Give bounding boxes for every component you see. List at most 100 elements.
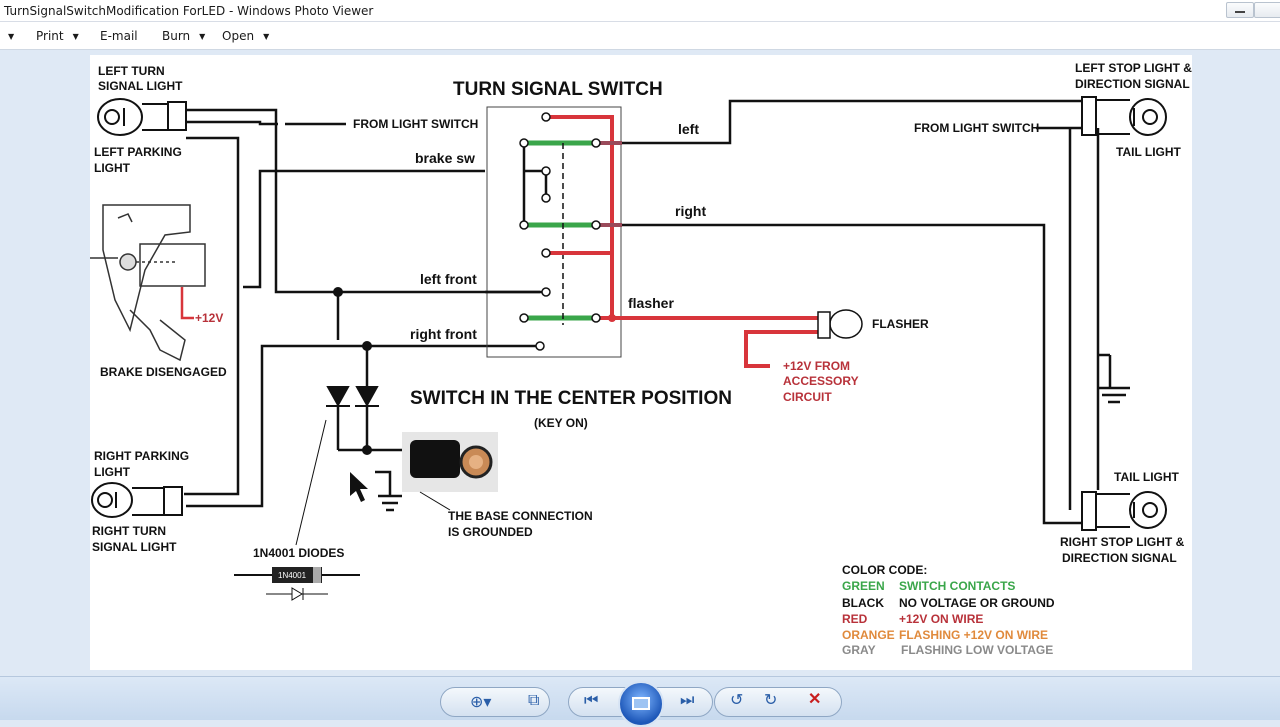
brake-12v-label: +12V: [195, 311, 223, 325]
color-code-desc: FLASHING +12V ON WIRE: [899, 628, 1048, 642]
chevron-down-icon: ▼: [199, 32, 206, 41]
flasher-label: FLASHER: [872, 317, 929, 331]
base-label-1: THE BASE CONNECTION: [448, 509, 593, 523]
switch-title: TURN SIGNAL SWITCH: [453, 79, 663, 100]
right-parking-label-1: RIGHT PARKING: [94, 449, 189, 463]
switch-housing: [486, 106, 622, 358]
brake-sw-label: brake sw: [415, 150, 475, 166]
junction-dot: [333, 287, 343, 297]
zoom-icon[interactable]: ⊕▾: [470, 694, 492, 711]
print-label: Print: [36, 29, 64, 43]
flasher-wire-label: flasher: [628, 295, 674, 311]
print-menu[interactable]: Print ▼: [36, 29, 79, 43]
color-code-desc: +12V ON WIRE: [899, 612, 983, 626]
left-turn-label-1: LEFT TURN: [98, 64, 165, 78]
rotate-right-icon[interactable]: ↻: [764, 692, 778, 709]
open-menu[interactable]: Open ▼: [222, 29, 269, 43]
color-code-desc: FLASHING LOW VOLTAGE: [901, 643, 1053, 657]
right-parking-lamp: [91, 482, 183, 518]
minimize-button[interactable]: [1226, 2, 1254, 18]
right-stop-label-1: RIGHT STOP LIGHT &: [1060, 535, 1185, 549]
menu-bar: ▼ Print ▼ E-mail Burn ▼ Open ▼: [0, 22, 1280, 50]
brake-switch-drawing: [90, 204, 206, 362]
left-stop-label-1: LEFT STOP LIGHT &: [1075, 61, 1192, 75]
wiring-diagram: 1N4001: [90, 55, 1192, 670]
tail-light-top-label: TAIL LIGHT: [1116, 145, 1182, 159]
color-code-name: GREEN: [842, 579, 885, 593]
email-label: E-mail: [100, 29, 138, 43]
fit-icon[interactable]: ⧉: [528, 692, 540, 709]
email-menu[interactable]: E-mail: [100, 29, 138, 43]
switch-black-wires: [485, 99, 1130, 525]
open-label: Open: [222, 29, 255, 43]
title-bar: TurnSignalSwitchModification ForLED - Wi…: [0, 0, 1280, 22]
led-bulb: [402, 432, 498, 492]
flasher-unit: [817, 309, 863, 339]
color-code-desc: NO VOLTAGE OR GROUND: [899, 596, 1055, 610]
right-parking-label-2: LIGHT: [94, 465, 131, 479]
accessory-label-2: ACCESSORY: [783, 374, 859, 388]
slideshow-button[interactable]: [618, 681, 664, 727]
accessory-label-3: CIRCUIT: [783, 390, 832, 404]
window-title: TurnSignalSwitchModification ForLED - Wi…: [4, 4, 374, 18]
maximize-button[interactable]: [1254, 2, 1280, 18]
minimize-icon: [1235, 11, 1245, 13]
left-stop-lamp: [1081, 96, 1167, 136]
burn-menu[interactable]: Burn ▼: [162, 29, 205, 43]
chevron-down-icon: ▼: [8, 32, 15, 41]
from-light-switch-label: FROM LIGHT SWITCH: [353, 117, 478, 131]
left-front-label: left front: [420, 271, 477, 287]
left-turn-label-2: SIGNAL LIGHT: [98, 79, 183, 93]
delete-icon[interactable]: ✕: [808, 691, 822, 708]
accessory-label-1: +12V FROM: [783, 359, 850, 373]
junction-dot: [362, 341, 372, 351]
left-stop-label-2: DIRECTION SIGNAL: [1075, 77, 1190, 91]
junction-dot: [362, 445, 372, 455]
slideshow-icon: [632, 697, 650, 710]
next-icon[interactable]: ⏭: [680, 692, 695, 709]
previous-icon[interactable]: ⏮: [584, 692, 599, 709]
color-code-name: RED: [842, 612, 868, 626]
diode-body-label: 1N4001: [278, 571, 307, 580]
switch-contacts: [526, 140, 596, 325]
base-pointer: [419, 491, 451, 511]
brake-disengaged-label: BRAKE DISENGAGED: [100, 365, 227, 379]
switch-terminals: [519, 112, 601, 351]
right-front-label: right front: [410, 326, 477, 342]
from-light-switch-right-label: FROM LIGHT SWITCH: [914, 121, 1039, 135]
edit-group: [714, 687, 842, 717]
base-label-2: IS GROUNDED: [448, 525, 533, 539]
color-code-name: ORANGE: [842, 628, 895, 642]
right-stop-label-2: DIRECTION SIGNAL: [1062, 551, 1177, 565]
left-turn-lamp: [97, 98, 187, 136]
diode-component: 1N4001: [234, 567, 360, 601]
chevron-down-icon: ▼: [263, 32, 270, 41]
chevron-down-icon: ▼: [72, 32, 79, 41]
mouse-cursor: [350, 472, 368, 502]
color-code-heading: COLOR CODE:: [842, 563, 927, 577]
tail-light-bottom-label: TAIL LIGHT: [1114, 470, 1180, 484]
left-wire-label: left: [678, 121, 699, 137]
color-code-legend: COLOR CODE: GREEN SWITCH CONTACTS BLACK …: [842, 563, 1055, 657]
flasher-junction: [608, 314, 616, 322]
right-turn-label-1: RIGHT TURN: [92, 524, 166, 538]
file-menu-arrow[interactable]: ▼: [8, 29, 14, 43]
color-code-desc: SWITCH CONTACTS: [899, 579, 1015, 593]
switch-red-bus: [550, 115, 820, 368]
left-wiring: [184, 108, 548, 512]
right-wire-label: right: [675, 203, 706, 219]
right-stop-lamp: [1081, 491, 1167, 531]
burn-label: Burn: [162, 29, 191, 43]
color-code-name: BLACK: [842, 596, 884, 610]
zoom-group: [440, 687, 550, 717]
left-parking-label-1: LEFT PARKING: [94, 145, 182, 159]
left-parking-label-2: LIGHT: [94, 161, 131, 175]
right-turn-label-2: SIGNAL LIGHT: [92, 540, 177, 554]
diode-pair: [326, 386, 379, 408]
position-title: SWITCH IN THE CENTER POSITION: [410, 388, 732, 409]
diodes-label: 1N4001 DIODES: [253, 546, 344, 560]
brake-12v-wire: [180, 287, 194, 320]
key-on-label: (KEY ON): [534, 416, 588, 430]
diode-pointer: [295, 419, 327, 546]
rotate-left-icon[interactable]: ↺: [730, 692, 744, 709]
